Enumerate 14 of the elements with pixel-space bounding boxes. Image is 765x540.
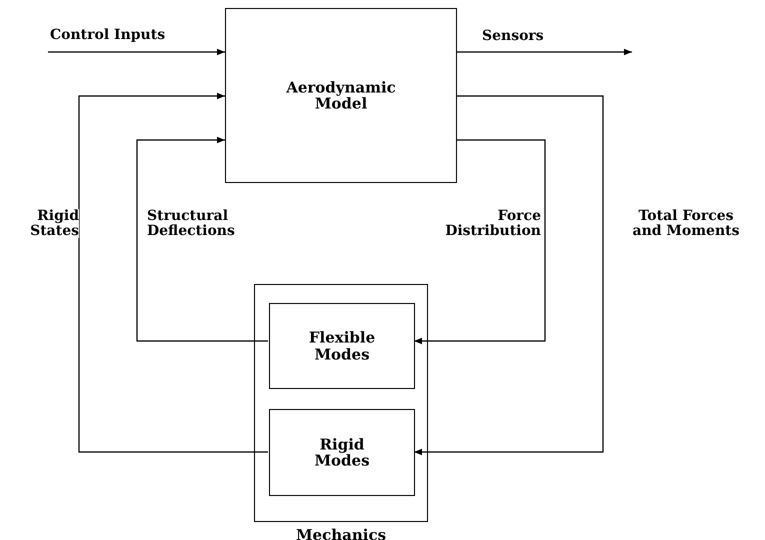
process-box <box>269 303 415 389</box>
box-label: Aerodynamic Model <box>285 79 397 112</box>
group-title: Mechanics <box>294 527 388 540</box>
connector-arrow <box>78 92 268 453</box>
connector-arrow <box>457 48 632 56</box>
edge-label: Control Inputs <box>50 28 166 43</box>
box-label: Rigid Modes <box>313 436 371 469</box>
connector-arrow <box>48 48 225 56</box>
connector-arrow <box>414 95 604 456</box>
box-label: Flexible Modes <box>308 330 376 362</box>
connector-arrow <box>414 139 546 344</box>
connector-arrow <box>136 136 268 342</box>
process-box <box>225 8 457 183</box>
process-box <box>269 409 415 496</box>
